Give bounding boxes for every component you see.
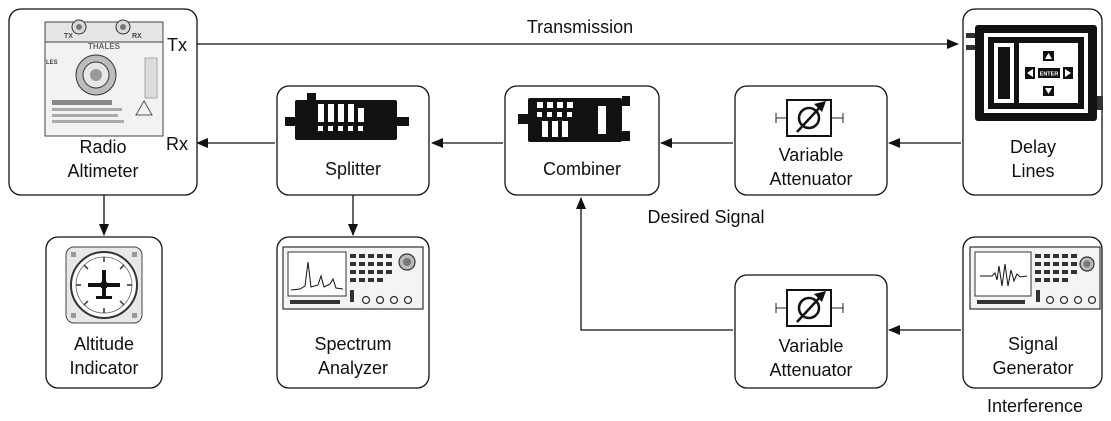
- variable-attenuator-bottom-block: Variable Attenuator: [734, 274, 888, 389]
- connections: [99, 39, 961, 335]
- variable-attenuator-top-label-line2: Attenuator: [769, 169, 852, 189]
- splitter-block: Splitter: [276, 85, 430, 196]
- variable-attenuator-bottom-label-line1: Variable: [779, 336, 844, 356]
- variable-attenuator-top-box: [734, 85, 888, 196]
- variable-attenuator-top-label-line1: Variable: [779, 145, 844, 165]
- altitude-indicator-label-line2: Indicator: [69, 358, 138, 378]
- side-tag-text: LES: [46, 60, 58, 66]
- delay-lines-device-icon: ENTER: [966, 25, 1103, 121]
- signal-generator-block: Signal Generator: [962, 236, 1103, 389]
- delay-lines-label-line2: Lines: [1011, 161, 1054, 181]
- enter-key-text: ENTER: [1040, 72, 1059, 78]
- radio-altimeter-label-line1: Radio: [79, 137, 126, 157]
- tx-label: Tx: [167, 35, 187, 55]
- desired-signal-label: Desired Signal: [647, 207, 764, 227]
- radio-altimeter-label-line2: Altimeter: [67, 161, 138, 181]
- spectrum-analyzer-block: Spectrum Analyzer: [276, 236, 430, 389]
- splitter-label: Splitter: [325, 159, 381, 179]
- delay-lines-block: ENTER Delay Lines: [962, 8, 1103, 196]
- rx-port-text: RX: [132, 33, 142, 40]
- combiner-device-icon: [518, 96, 630, 142]
- splitter-device-icon: [285, 93, 409, 140]
- combiner-block: Combiner: [504, 85, 660, 196]
- signal-generator-device-icon: [969, 246, 1101, 310]
- variable-attenuator-top-block: Variable Attenuator: [734, 85, 888, 196]
- rx-label: Rx: [166, 134, 188, 154]
- spectrum-analyzer-device-icon: [282, 246, 424, 310]
- radio-altimeter-device-icon: TX RX THALES LES: [44, 19, 164, 137]
- delay-lines-label-line1: Delay: [1010, 137, 1056, 157]
- radio-altimeter-block: TX RX THALES LES Radio Altimeter Tx Rx: [8, 8, 198, 196]
- interference-label: Interference: [987, 396, 1083, 416]
- spectrum-analyzer-label-line2: Analyzer: [318, 358, 388, 378]
- combiner-label: Combiner: [543, 159, 621, 179]
- altitude-indicator-block: Altitude Indicator: [45, 236, 163, 389]
- spectrum-analyzer-label-line1: Spectrum: [314, 334, 391, 354]
- attenuator-top-icon: [775, 99, 844, 137]
- brand-text: THALES: [88, 42, 121, 51]
- variable-attenuator-bottom-label-line2: Attenuator: [769, 360, 852, 380]
- transmission-label: Transmission: [527, 17, 633, 37]
- interference-to-combiner-arrow: [576, 197, 733, 331]
- altitude-gauge-icon: [65, 246, 143, 324]
- altitude-indicator-label-line1: Altitude: [74, 334, 134, 354]
- signal-generator-label-line1: Signal: [1008, 334, 1058, 354]
- variable-attenuator-bottom-box: [734, 274, 888, 389]
- attenuator-bottom-icon: [775, 289, 844, 327]
- signal-generator-label-line2: Generator: [992, 358, 1073, 378]
- tx-port-text: TX: [64, 33, 73, 40]
